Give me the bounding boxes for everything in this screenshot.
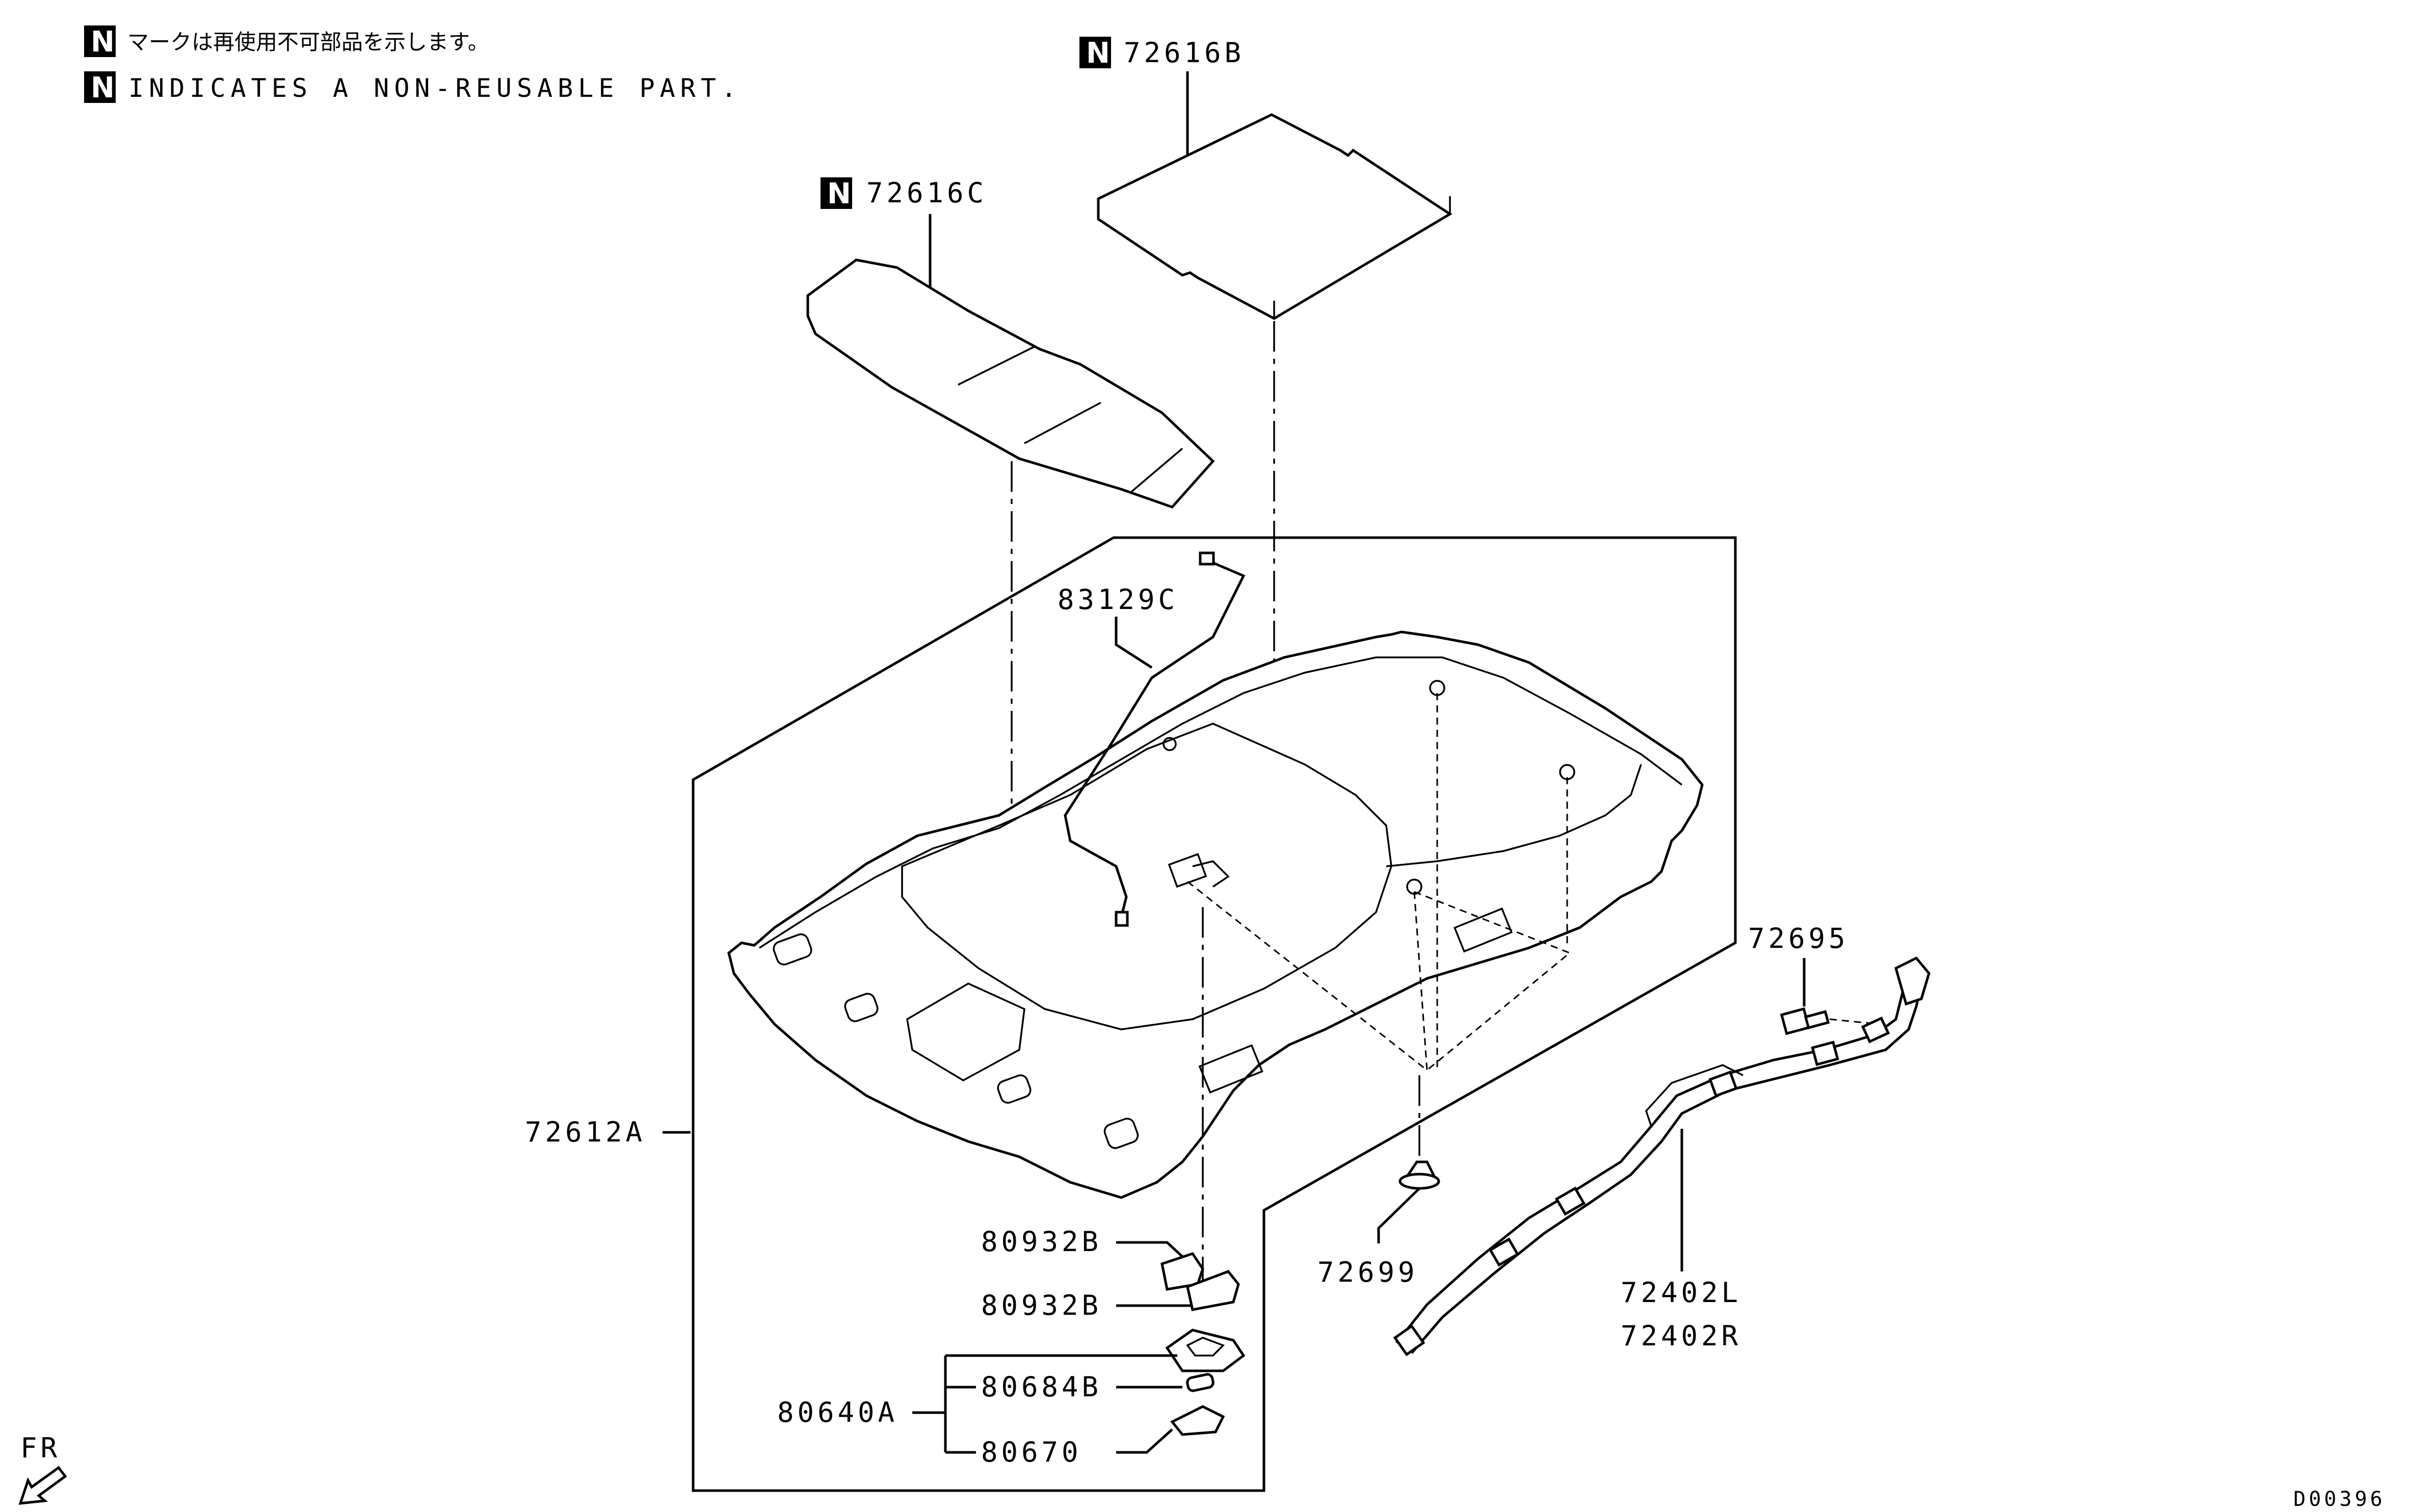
- airbag-inflator-end: [1894, 956, 1931, 1006]
- pad-crease: [958, 346, 1183, 493]
- headlining-inner-edge: [759, 656, 1683, 949]
- airbag-end-clip: [1393, 1324, 1425, 1357]
- headlining-outline: [727, 630, 1704, 1199]
- clip-80932B-lower: [1186, 1270, 1240, 1311]
- clip-80932B-upper: [1160, 1252, 1204, 1291]
- non-reusable-symbol-letter: N: [1086, 37, 1110, 70]
- harness-connector: [1199, 551, 1215, 566]
- label-80932B-upper: 80932B: [981, 1226, 1102, 1258]
- pad-72616C-shape: [806, 258, 1215, 509]
- non-reusable-symbol-icon: [1079, 37, 1111, 68]
- clip-72699-group: 72699: [1317, 1075, 1440, 1288]
- harness-wire: [1064, 559, 1246, 918]
- non-reusable-symbol-icon: [84, 71, 116, 103]
- front-arrow-icon: [18, 1466, 67, 1505]
- grip-recess: [997, 1074, 1032, 1104]
- legend: N マークは再使用不可部品を示します。 N INDICATES A NON-RE…: [84, 25, 742, 104]
- grip-recess: [844, 993, 879, 1022]
- sunroof-opening: [906, 983, 1025, 1082]
- airbag-mount-tab: [1811, 1041, 1839, 1066]
- airbag-tube-outer: [1395, 978, 1908, 1344]
- label-80684B: 80684B: [981, 1371, 1102, 1403]
- label-83129C: 83129C: [1058, 583, 1178, 616]
- lens-80670: [1170, 1405, 1225, 1436]
- label-72616C: 72616C: [866, 177, 987, 209]
- grip-recess: [773, 933, 812, 966]
- airbag-mount-tab: [1488, 1237, 1520, 1267]
- airbag-mount-tab: [1554, 1186, 1586, 1216]
- curtain-airbag-group: 72695 72402L 72402R: [1393, 922, 1931, 1357]
- leader-bracket: [912, 1354, 1177, 1454]
- headlining-72612A: 72612A: [525, 630, 1704, 1199]
- non-reusable-symbol-icon: [84, 25, 116, 57]
- headlining-rear-rail: [1386, 764, 1642, 867]
- lamp-assembly-group: 80932B 80932B 80640A 80684B 80670: [777, 907, 1246, 1468]
- bulb-80684B: [1186, 1373, 1214, 1392]
- non-reusable-symbol-letter: N: [91, 71, 115, 104]
- leader-line: [1116, 1241, 1188, 1262]
- direction-label: FR: [20, 1432, 61, 1464]
- label-80670: 80670: [981, 1436, 1082, 1468]
- alignment-line: [1187, 881, 1571, 1071]
- legend-english-text: INDICATES A NON-REUSABLE PART.: [128, 73, 742, 103]
- bolt-72695-shank: [1804, 1010, 1830, 1029]
- leader-line: [1377, 1187, 1420, 1243]
- clip-hole: [1163, 737, 1177, 751]
- pad-72616B-shape: [1097, 113, 1452, 320]
- dome-lamp-recess: [1198, 1044, 1263, 1094]
- airbag-mount-tab: [1861, 1016, 1890, 1044]
- label-72612A: 72612A: [525, 1116, 646, 1148]
- label-72616B: 72616B: [1124, 37, 1245, 69]
- harness-connector: [1115, 911, 1129, 927]
- diagram-id: D00396: [2293, 1488, 2386, 1511]
- label-72402R: 72402R: [1621, 1320, 1741, 1352]
- label-72402L: 72402L: [1621, 1277, 1741, 1309]
- harness-83129C: 83129C: [1058, 551, 1246, 927]
- legend-japanese-text: マークは再使用不可部品を示します。: [127, 30, 489, 55]
- clip-bracket: [1168, 853, 1207, 888]
- airbag-mount-tab: [1708, 1070, 1738, 1098]
- front-direction-indicator: FR: [18, 1432, 67, 1505]
- headlining-boundary-box: [692, 536, 1737, 1492]
- grip-recess: [1103, 1118, 1139, 1149]
- label-72699: 72699: [1317, 1256, 1418, 1288]
- pad-edge: [1097, 196, 1451, 319]
- label-80932B-lower: 80932B: [981, 1289, 1102, 1321]
- non-reusable-symbol-letter: N: [827, 177, 851, 210]
- leader-line: [1115, 617, 1153, 669]
- part-72616C-group: N 72616C: [806, 177, 1215, 971]
- leader-line: [1116, 1428, 1173, 1454]
- lamp-80640A-body: [1165, 1329, 1246, 1372]
- clip-72699-base: [1398, 1173, 1440, 1190]
- headlining-sunroof-panel: [901, 723, 1392, 1030]
- non-reusable-symbol-icon: [821, 177, 852, 209]
- rear-lamp-recess: [1453, 907, 1513, 953]
- label-72695: 72695: [1748, 922, 1849, 954]
- lamp-80640A-lens: [1186, 1337, 1225, 1357]
- airbag-inflator-tube: [1645, 1064, 1744, 1127]
- non-reusable-symbol-letter: N: [91, 25, 115, 59]
- clip-bracket-tab: [1192, 860, 1230, 888]
- label-80640A: 80640A: [777, 1396, 898, 1428]
- bolt-72695-head: [1780, 1007, 1811, 1036]
- airbag-tube-inner: [1411, 983, 1923, 1354]
